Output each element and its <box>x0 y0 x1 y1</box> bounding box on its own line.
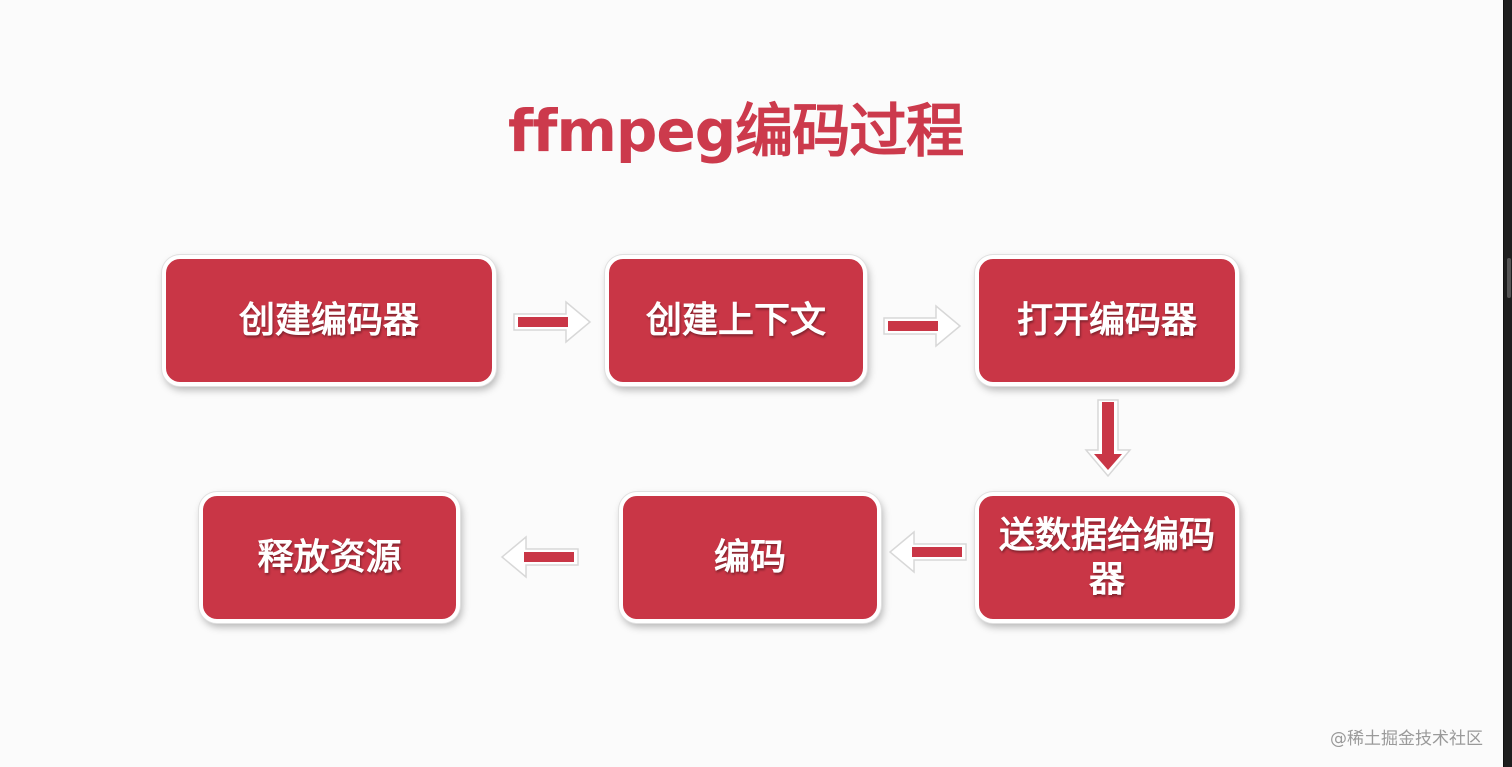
arrow-down-icon <box>1084 398 1132 478</box>
step-label: 编码 <box>713 536 786 578</box>
step-box-create-context: 创建上下文 <box>605 255 867 386</box>
step-label: 释放资源 <box>257 536 402 578</box>
step-label: 打开编码器 <box>1016 299 1197 341</box>
arrow-right-icon <box>882 304 962 348</box>
step-box-send-data: 送数据给编码器 <box>975 492 1239 623</box>
page-title: ffmpeg编码过程 <box>508 97 964 165</box>
step-label: 创建编码器 <box>238 299 419 341</box>
step-box-encode: 编码 <box>619 492 881 623</box>
step-label: 创建上下文 <box>645 299 826 341</box>
step-box-open-encoder: 打开编码器 <box>975 255 1239 386</box>
step-box-release-resources: 释放资源 <box>199 492 460 623</box>
scrollbar[interactable] <box>1503 0 1512 767</box>
arrow-right-icon <box>512 300 592 344</box>
step-label: 送数据给编码器 <box>998 514 1215 600</box>
step-box-create-encoder: 创建编码器 <box>162 255 496 386</box>
scrollbar-thumb[interactable] <box>1507 258 1511 298</box>
watermark: @稀土掘金技术社区 <box>1330 729 1483 749</box>
arrow-left-icon <box>500 535 580 579</box>
arrow-left-icon <box>888 530 968 574</box>
